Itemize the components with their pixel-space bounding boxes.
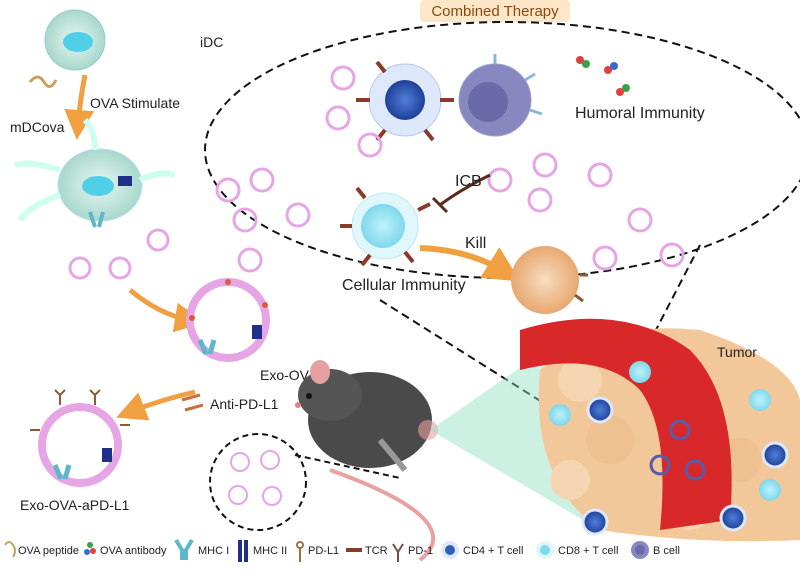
exo-ova-label: Exo-OVA [260, 367, 318, 383]
legend-label: TCR [365, 545, 388, 557]
mhc-i-icon [174, 538, 194, 560]
mdcova-label: mDCova [10, 119, 65, 135]
exosomes-cluster [228, 450, 282, 506]
cd8-t-cell [340, 186, 431, 267]
ova-antibody-icon [576, 56, 630, 96]
b-cell-icon [631, 541, 649, 559]
immunity-zoom-ellipse [204, 21, 800, 279]
anti-pd-l1-label: Anti-PD-L1 [210, 396, 279, 412]
kill-arrow [419, 245, 521, 282]
syringe-icon [377, 438, 408, 472]
legend-label: OVA peptide [18, 545, 79, 557]
kill-label: Kill [465, 235, 486, 252]
exosome-zoom-circle [209, 433, 307, 531]
legend-item-mhc-i: MHC I [174, 538, 229, 560]
legend-item-cd8-t-cell: CD8 + T cell [536, 541, 618, 559]
humoral-immunity-label: Humoral Immunity [575, 105, 705, 122]
tcr-icon [346, 548, 362, 552]
mdcova-cell [14, 117, 176, 228]
legend-item-tcr: TCR [346, 545, 388, 557]
ova-antibody-icon [84, 542, 96, 555]
exo-ova-apdl1-label: Exo-OVA-aPD-L1 [20, 497, 130, 513]
pd-1-icon [392, 543, 404, 562]
cd8-t-cell-icon [536, 541, 554, 559]
legend-item-mhc-ii: MHC II [238, 540, 287, 562]
b-cell [458, 54, 543, 137]
legend-label: MHC I [198, 545, 229, 557]
legend-label: B cell [653, 545, 680, 557]
legend-label: PD-1 [408, 545, 433, 557]
exo-ova-vesicle [186, 278, 270, 362]
mouse-illustration [295, 360, 438, 562]
legend-label: MHC II [253, 545, 287, 557]
conjugation-arrow [116, 389, 196, 421]
legend-item-pd-1: PD-1 [392, 543, 433, 562]
exosomes-cluster [68, 228, 170, 280]
anti-pd-l1-antibody-icon [181, 393, 204, 412]
stimulate-arrow [64, 74, 95, 140]
zoom-guide-line [294, 454, 401, 479]
cd4-t-cell [356, 60, 454, 142]
legend-label: CD8 + T cell [558, 545, 618, 557]
idc-cell [44, 9, 106, 71]
ova-stimulate-label: OVA Stimulate [90, 95, 180, 111]
cellular-immunity-label: Cellular Immunity [342, 277, 466, 294]
legend-label: CD4 + T cell [463, 545, 523, 557]
idc-label: iDC [200, 34, 223, 50]
icb-label: ICB [455, 173, 482, 190]
icb-inhibition-line [431, 173, 491, 214]
title-text: Combined Therapy [431, 3, 559, 20]
legend-item-ova-antibody: OVA antibody [84, 542, 167, 557]
legend-label: PD-L1 [308, 545, 339, 557]
tumor-label: Tumor [717, 344, 757, 360]
legend: OVA peptide OVA antibody MHC I MHC II PD… [4, 538, 680, 562]
ova-peptide-icon [4, 541, 16, 558]
title-badge: Combined Therapy [420, 0, 570, 22]
isolation-arrow [128, 288, 205, 333]
legend-item-cd4-t-cell: CD4 + T cell [441, 541, 523, 559]
legend-label: OVA antibody [100, 545, 167, 557]
ova-peptide-icon [28, 75, 58, 88]
legend-item-pd-l1: PD-L1 [296, 541, 339, 562]
tumor-cell [511, 246, 588, 314]
mhc-ii-icon [238, 540, 248, 562]
exosomes-cluster [215, 65, 685, 273]
exo-ova-apdl1-vesicle [30, 389, 130, 487]
immune-cells-in-tumor [549, 361, 789, 536]
legend-item-b-cell: B cell [631, 541, 680, 559]
blood-vessel [520, 318, 732, 530]
legend-item-ova-peptide: OVA peptide [4, 541, 79, 558]
cd4-t-cell-icon [441, 541, 459, 559]
